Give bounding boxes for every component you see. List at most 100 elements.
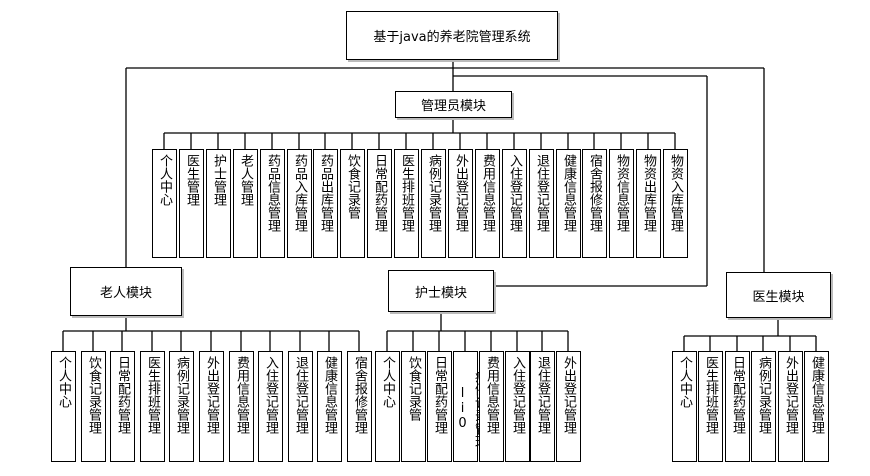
admin-item-label: 药品信息管理 (265, 154, 280, 232)
doctor-item-box: 病例记录管理 (751, 351, 776, 462)
admin-item-box: 物资信息管理 (609, 149, 634, 258)
nurse-item-label: 费用信息管理 (484, 356, 499, 434)
admin-item-box: 物资入库管理 (663, 149, 688, 258)
admin-item-label: 医生管理 (184, 154, 199, 206)
admin-item-label: 费用信息管理 (480, 154, 495, 232)
elder-item-label: 外出登记管理 (204, 356, 219, 434)
admin-item-label: 个人中心 (157, 154, 172, 206)
elder-item-box: 入住登记管理 (258, 351, 283, 462)
elder-item-box: 健康信息管理 (317, 351, 342, 462)
elder-item-label: 费用信息管理 (234, 356, 249, 434)
doctor-item-box: 医生排班管理 (698, 351, 723, 462)
admin-item-label: 退住登记管理 (534, 154, 549, 232)
elder-item-box: 宿舍报修管理 (347, 351, 372, 462)
doctor-item-box: 个人中心 (672, 351, 697, 462)
admin-item-box: 老人管理 (233, 149, 258, 258)
nurse-item-box: 外出登记管理 (556, 351, 581, 462)
doctor-item-label: 个人中心 (677, 356, 692, 408)
admin-item-label: 物资出库管理 (641, 154, 656, 232)
admin-item-box: 个人中心 (152, 149, 177, 258)
elder-item-label: 健康信息管理 (322, 356, 337, 434)
elder-item-box: 个人中心 (51, 351, 76, 462)
admin-module-box: 管理员模块 (395, 91, 512, 118)
nurse-item-label: 个人中心 (380, 356, 395, 408)
elder-item-box: 外出登记管理 (199, 351, 224, 462)
admin-item-box: 退住登记管理 (529, 149, 554, 258)
doctor-item-box: 健康信息管理 (804, 351, 829, 462)
admin-item-label: 饮食记录管 (345, 154, 360, 219)
admin-item-box: 医生排班管理 (394, 149, 419, 258)
elder-item-box: 退住登记管理 (288, 351, 313, 462)
admin-item-box: 医生管理 (179, 149, 204, 258)
admin-item-box: 物资出库管理 (636, 149, 661, 258)
nurse-item-box: 个人中心 (375, 351, 400, 462)
doctor-item-label: 健康信息管理 (809, 356, 824, 434)
nurse-item-box: 日常配药管理 (427, 351, 452, 462)
nurse-item-box: 病例记录管理li0 (453, 351, 487, 462)
elder-item-box: 病例记录管理 (169, 351, 194, 462)
nurse-item-box: 退住登记管理 (530, 351, 555, 462)
admin-item-label: 物资信息管理 (614, 154, 629, 232)
nurse-item-label: 日常配药管理 (432, 356, 447, 434)
elder-item-label: 个人中心 (56, 356, 71, 408)
nurse-module-title: 护士模块 (414, 285, 467, 301)
admin-module-title: 管理员模块 (420, 99, 486, 114)
admin-item-box: 健康信息管理 (556, 149, 581, 258)
admin-item-label: 入住登记管理 (507, 154, 522, 232)
nurse-item-label: 外出登记管理 (561, 356, 576, 434)
nurse-item-label: 入住登记管理 (510, 356, 525, 434)
elder-module-box: 老人模块 (70, 267, 182, 316)
elder-item-label: 医生排班管理 (145, 356, 160, 434)
admin-item-label: 老人管理 (238, 154, 253, 206)
doctor-item-label: 外出登记管理 (783, 356, 798, 434)
doctor-item-box: 日常配药管理 (725, 351, 750, 462)
elder-item-label: 宿舍报修管理 (352, 356, 367, 434)
admin-item-box: 日常配药管理 (367, 149, 392, 258)
doctor-item-label: 病例记录管理 (756, 356, 771, 434)
admin-item-box: 外出登记管理 (448, 149, 473, 258)
admin-item-label: 药品入库管理 (292, 154, 307, 232)
doctor-module-box: 医生模块 (726, 272, 831, 318)
root-title: 基于java的养老院管理系统 (373, 30, 531, 45)
elder-item-label: 退住登记管理 (293, 356, 308, 434)
doctor-item-box: 外出登记管理 (778, 351, 803, 462)
admin-item-box: 费用信息管理 (475, 149, 500, 258)
nurse-item-label: 饮食记录管 (406, 356, 421, 421)
admin-item-box: 药品出库管理 (313, 149, 338, 258)
root-box: 基于java的养老院管理系统 (346, 11, 558, 60)
elder-item-box: 日常配药管理 (110, 351, 135, 462)
admin-item-box: 护士管理 (206, 149, 231, 258)
nurse-module-box: 护士模块 (388, 270, 494, 312)
admin-item-box: 宿舍报修管理 (582, 149, 607, 258)
admin-item-box: 病例记录管理 (421, 149, 446, 258)
admin-item-label: 日常配药管理 (372, 154, 387, 232)
nurse-item-label: 退住登记管理 (535, 356, 550, 434)
elder-item-box: 费用信息管理 (229, 351, 254, 462)
doctor-module-title: 医生模块 (752, 289, 805, 305)
nurse-item-box: 入住登记管理 (505, 351, 530, 462)
admin-item-label: 病例记录管理 (426, 154, 441, 232)
elder-item-box: 饮食记录管理 (81, 351, 106, 462)
nurse-item-box: 饮食记录管 (401, 351, 426, 462)
elder-item-label: 饮食记录管理 (86, 356, 101, 434)
elder-item-box: 医生排班管理 (140, 351, 165, 462)
admin-item-box: 饮食记录管 (340, 149, 365, 258)
admin-item-label: 物资入库管理 (668, 154, 683, 232)
elder-item-label: 日常配药管理 (115, 356, 130, 434)
admin-item-label: 医生排班管理 (399, 154, 414, 232)
doctor-item-label: 医生排班管理 (703, 356, 718, 434)
admin-item-label: 宿舍报修管理 (587, 154, 602, 232)
elder-item-label: 病例记录管理 (174, 356, 189, 434)
admin-item-box: 药品信息管理 (260, 149, 285, 258)
admin-item-label: 护士管理 (211, 154, 226, 206)
elder-item-label: 入住登记管理 (263, 356, 278, 434)
doctor-item-label: 日常配药管理 (730, 356, 745, 434)
elder-module-title: 老人模块 (99, 286, 152, 301)
admin-item-label: 药品出库管理 (318, 154, 333, 232)
admin-item-label: 健康信息管理 (561, 154, 576, 232)
admin-item-box: 药品入库管理 (287, 149, 312, 258)
admin-item-label: 外出登记管理 (453, 154, 468, 232)
nurse-item-box: 费用信息管理 (479, 351, 504, 462)
admin-item-box: 入住登记管理 (502, 149, 527, 258)
